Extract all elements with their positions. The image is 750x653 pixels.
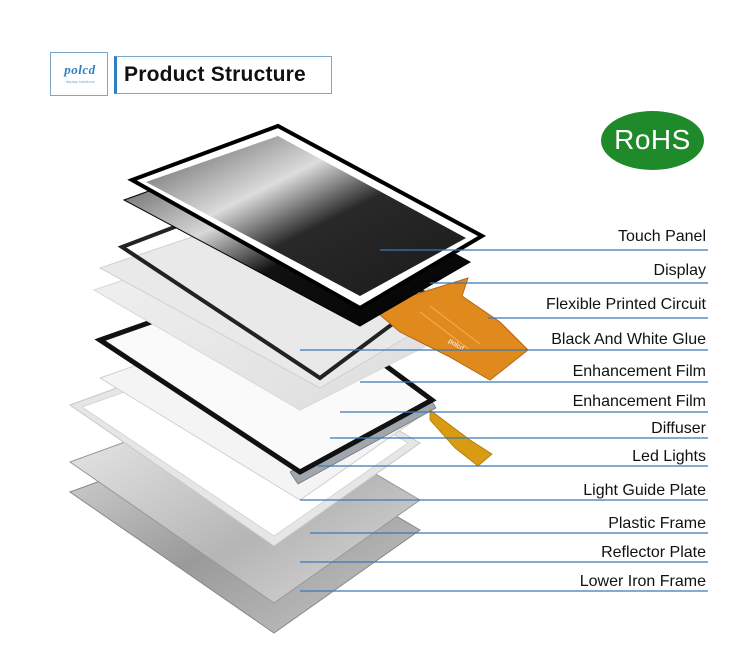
rohs-badge [601,111,704,170]
label-flexible-printed-circuit: Flexible Printed Circuit [545,296,706,313]
leader-lines [300,249,708,592]
logo-box [50,52,108,96]
label-led-lights: Led Lights [632,448,706,465]
label-diffuser: Diffuser [651,420,706,437]
label-display: Display [653,262,706,279]
title-box [114,56,332,94]
brand-logo: polcd [64,62,96,77]
label-reflector-plate: Reflector Plate [601,544,706,561]
label-enhancement-film-1: Enhancement Film [572,363,706,380]
label-enhancement-film-2: Enhancement Film [572,393,706,410]
brand-logo-subtext: display solutions [65,79,95,84]
label-touch-panel: Touch Panel [617,228,706,245]
page-title: Product Structure [124,63,306,86]
label-plastic-frame: Plastic Frame [608,515,706,532]
label-lower-iron-frame: Lower Iron Frame [579,573,706,590]
rohs-badge-label: RoHS [614,124,691,155]
label-light-guide-plate: Light Guide Plate [583,482,706,499]
label-black-white-glue: Black And White Glue [551,331,706,348]
